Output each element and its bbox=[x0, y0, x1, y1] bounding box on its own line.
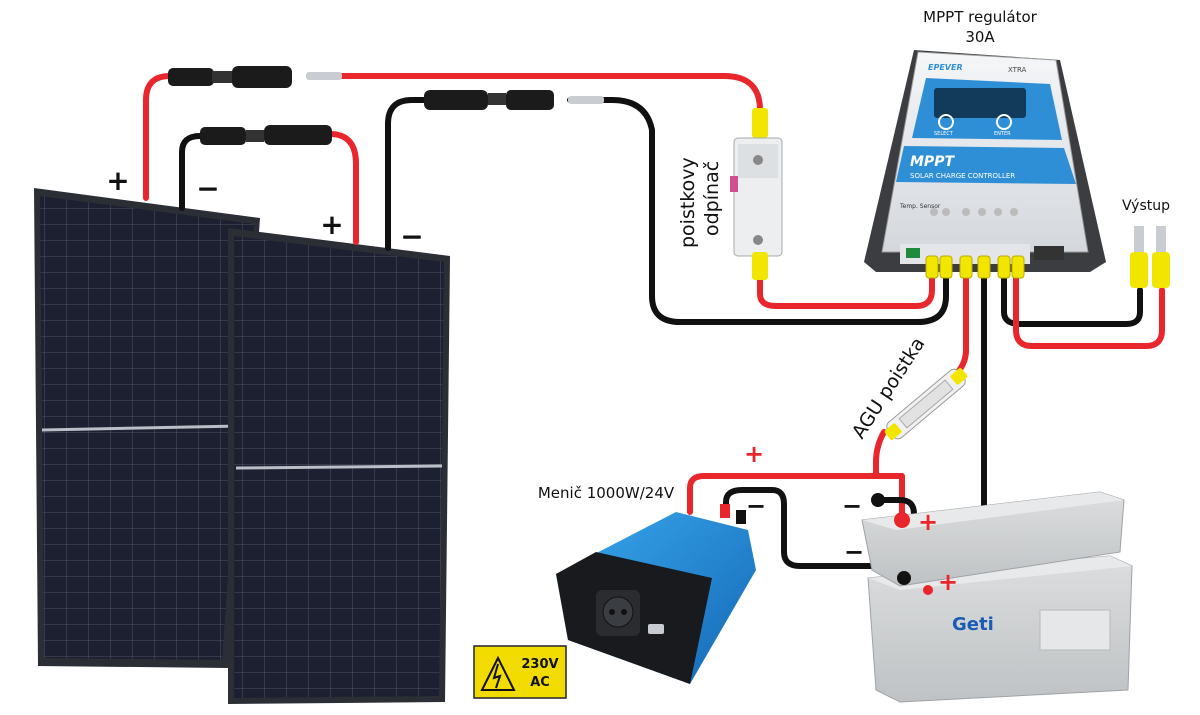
controller-button-left-label: SELECT bbox=[934, 131, 954, 137]
output-label: Výstup bbox=[1122, 198, 1170, 214]
mc4-connector-right bbox=[424, 90, 604, 110]
inverter bbox=[556, 504, 756, 684]
mc4-connector-middle bbox=[200, 125, 332, 145]
output-terminals bbox=[1130, 226, 1170, 288]
warning-sign-230v: 230V AC bbox=[473, 645, 567, 699]
wire-fuse-to-controller bbox=[757, 267, 935, 309]
wire-agu-to-battery bbox=[873, 429, 905, 523]
battery2-minus-sign: − bbox=[844, 538, 864, 566]
battery1-plus-sign: + bbox=[918, 508, 938, 536]
controller-face-subtitle: SOLAR CHARGE CONTROLLER bbox=[910, 172, 1015, 180]
mc4-connectors bbox=[168, 66, 604, 145]
controller-model: XTRA bbox=[1008, 66, 1027, 74]
warning-voltage: 230V bbox=[521, 657, 558, 672]
battery-brand: Geti bbox=[952, 614, 994, 635]
wire-panel2-negative bbox=[385, 97, 427, 251]
controller-terminals bbox=[925, 255, 1025, 279]
solar-panel-1 bbox=[34, 188, 260, 668]
inverter-minus-sign: − bbox=[746, 492, 766, 520]
inverter-label: Menič 1000W/24V bbox=[538, 484, 675, 502]
battery-2: Geti bbox=[867, 555, 1133, 703]
wire-inverter-positive bbox=[687, 473, 879, 515]
panel1-minus-sign: − bbox=[196, 172, 219, 205]
warning-ac: AC bbox=[530, 675, 550, 690]
wire-pv-negative-to-controller bbox=[567, 97, 949, 325]
panel1-plus-sign: + bbox=[106, 164, 129, 197]
battery-1 bbox=[861, 491, 1125, 587]
mppt-current: 30A bbox=[965, 28, 995, 46]
agu-fuse-holder bbox=[884, 368, 968, 440]
controller-indicators bbox=[930, 208, 1018, 216]
wire-inverter-negative bbox=[723, 487, 903, 569]
solar-panel-2 bbox=[228, 228, 450, 704]
wire-load-negative bbox=[1001, 267, 1143, 327]
wire-load-positive bbox=[1013, 267, 1165, 349]
battery1-minus-sign: − bbox=[842, 492, 862, 520]
panel2-plus-sign: + bbox=[320, 208, 343, 241]
controller-button-right-label: ENTER bbox=[994, 131, 1011, 137]
fuse-disconnector-label-2: odpínač bbox=[701, 161, 723, 236]
battery-terminals bbox=[871, 493, 933, 595]
fuse-disconnector bbox=[730, 108, 783, 280]
mppt-controller: MPPT SOLAR CHARGE CONTROLLER EPEVER XTRA… bbox=[864, 50, 1106, 279]
panel2-minus-sign: − bbox=[400, 220, 423, 253]
fuse-disconnector-label-1: poistkovy bbox=[677, 157, 699, 248]
controller-temp-sensor-label: Temp. Sensor bbox=[899, 203, 941, 210]
wire-controller-battery-positive bbox=[955, 267, 969, 375]
mppt-title: MPPT regulátor bbox=[923, 8, 1037, 26]
controller-brand: EPEVER bbox=[928, 63, 963, 72]
wire-series-positive bbox=[327, 131, 359, 245]
battery2-plus-sign: + bbox=[938, 568, 958, 596]
wire-panel1-negative bbox=[179, 133, 207, 211]
mc4-connector-top bbox=[168, 66, 342, 88]
controller-face-title: MPPT bbox=[910, 154, 955, 170]
wire-panel1-positive bbox=[143, 73, 175, 201]
inverter-plus-sign: + bbox=[744, 440, 764, 468]
